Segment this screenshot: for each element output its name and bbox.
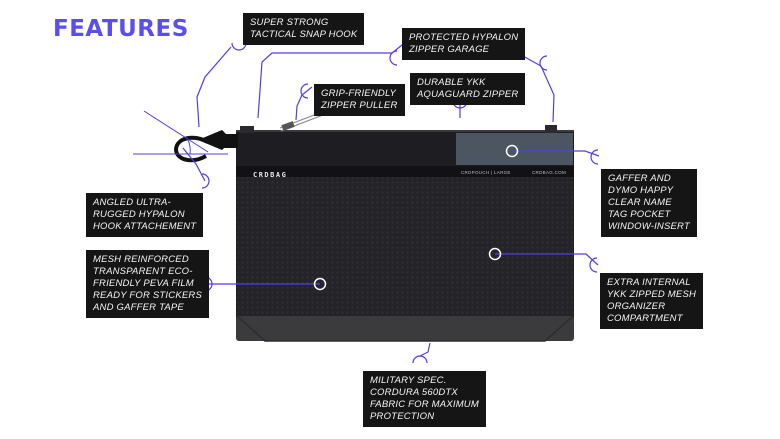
callout-cordura: MILITARY SPEC. CORDURA 560DTX FABRIC FOR… [363, 371, 486, 427]
zipper-garage-right [545, 125, 557, 133]
leader-zipper-garage-right [511, 49, 555, 123]
leader-name-tag [512, 150, 600, 157]
leader-lines [182, 44, 600, 357]
name-tag-target [505, 144, 519, 158]
snap-hook [173, 130, 238, 163]
leader-cordura [419, 342, 431, 357]
page-title: FEATURES [53, 16, 189, 42]
pouch [236, 125, 574, 342]
callout-hook-attachment: ANGLED ULTRA- RUGGED HYPALON HOOK ATTACH… [86, 193, 204, 237]
callout-internal-mesh: EXTRA INTERNAL YKK ZIPPED MESH ORGANIZER… [600, 273, 704, 329]
callout-zipper-puller: GRIP-FRIENDLY ZIPPER PULLER [314, 84, 405, 116]
leader-snap-hook [196, 46, 232, 128]
angle-indicator [133, 110, 228, 155]
callout-zipper-garage: PROTECTED HYPALON ZIPPER GARAGE [402, 28, 526, 60]
callout-snap-hook: SUPER STRONG TACTICAL SNAP HOOK [243, 13, 365, 45]
leader-internal-mesh [495, 253, 599, 266]
leader-zipper-garage [257, 44, 403, 119]
cordura-bottom [236, 316, 574, 341]
brand-label: CRDBAG [253, 171, 288, 179]
name-tag-window [456, 133, 573, 165]
callout-aquaguard-zipper: DURABLE YKK AQUAGUARD ZIPPER [410, 73, 526, 105]
target-markers [313, 144, 519, 291]
leader-zipper-puller [295, 86, 313, 121]
internal-mesh-target [488, 247, 502, 261]
mesh-film-target [313, 277, 327, 291]
callout-name-tag: GAFFER AND DYMO HAPPY CLEAR NAME TAG POC… [601, 169, 697, 237]
zipper-garage-left [240, 126, 254, 133]
leader-hook-attachment [182, 147, 206, 182]
model-label: CRDPOUCH | LARGE [461, 170, 511, 175]
callout-mesh-film: MESH REINFORCED TRANSPARENT ECO- FRIENDL… [86, 250, 209, 318]
label-strip [236, 166, 574, 177]
site-label: CRDBAG.COM [532, 170, 567, 175]
mesh-panel [237, 176, 573, 316]
